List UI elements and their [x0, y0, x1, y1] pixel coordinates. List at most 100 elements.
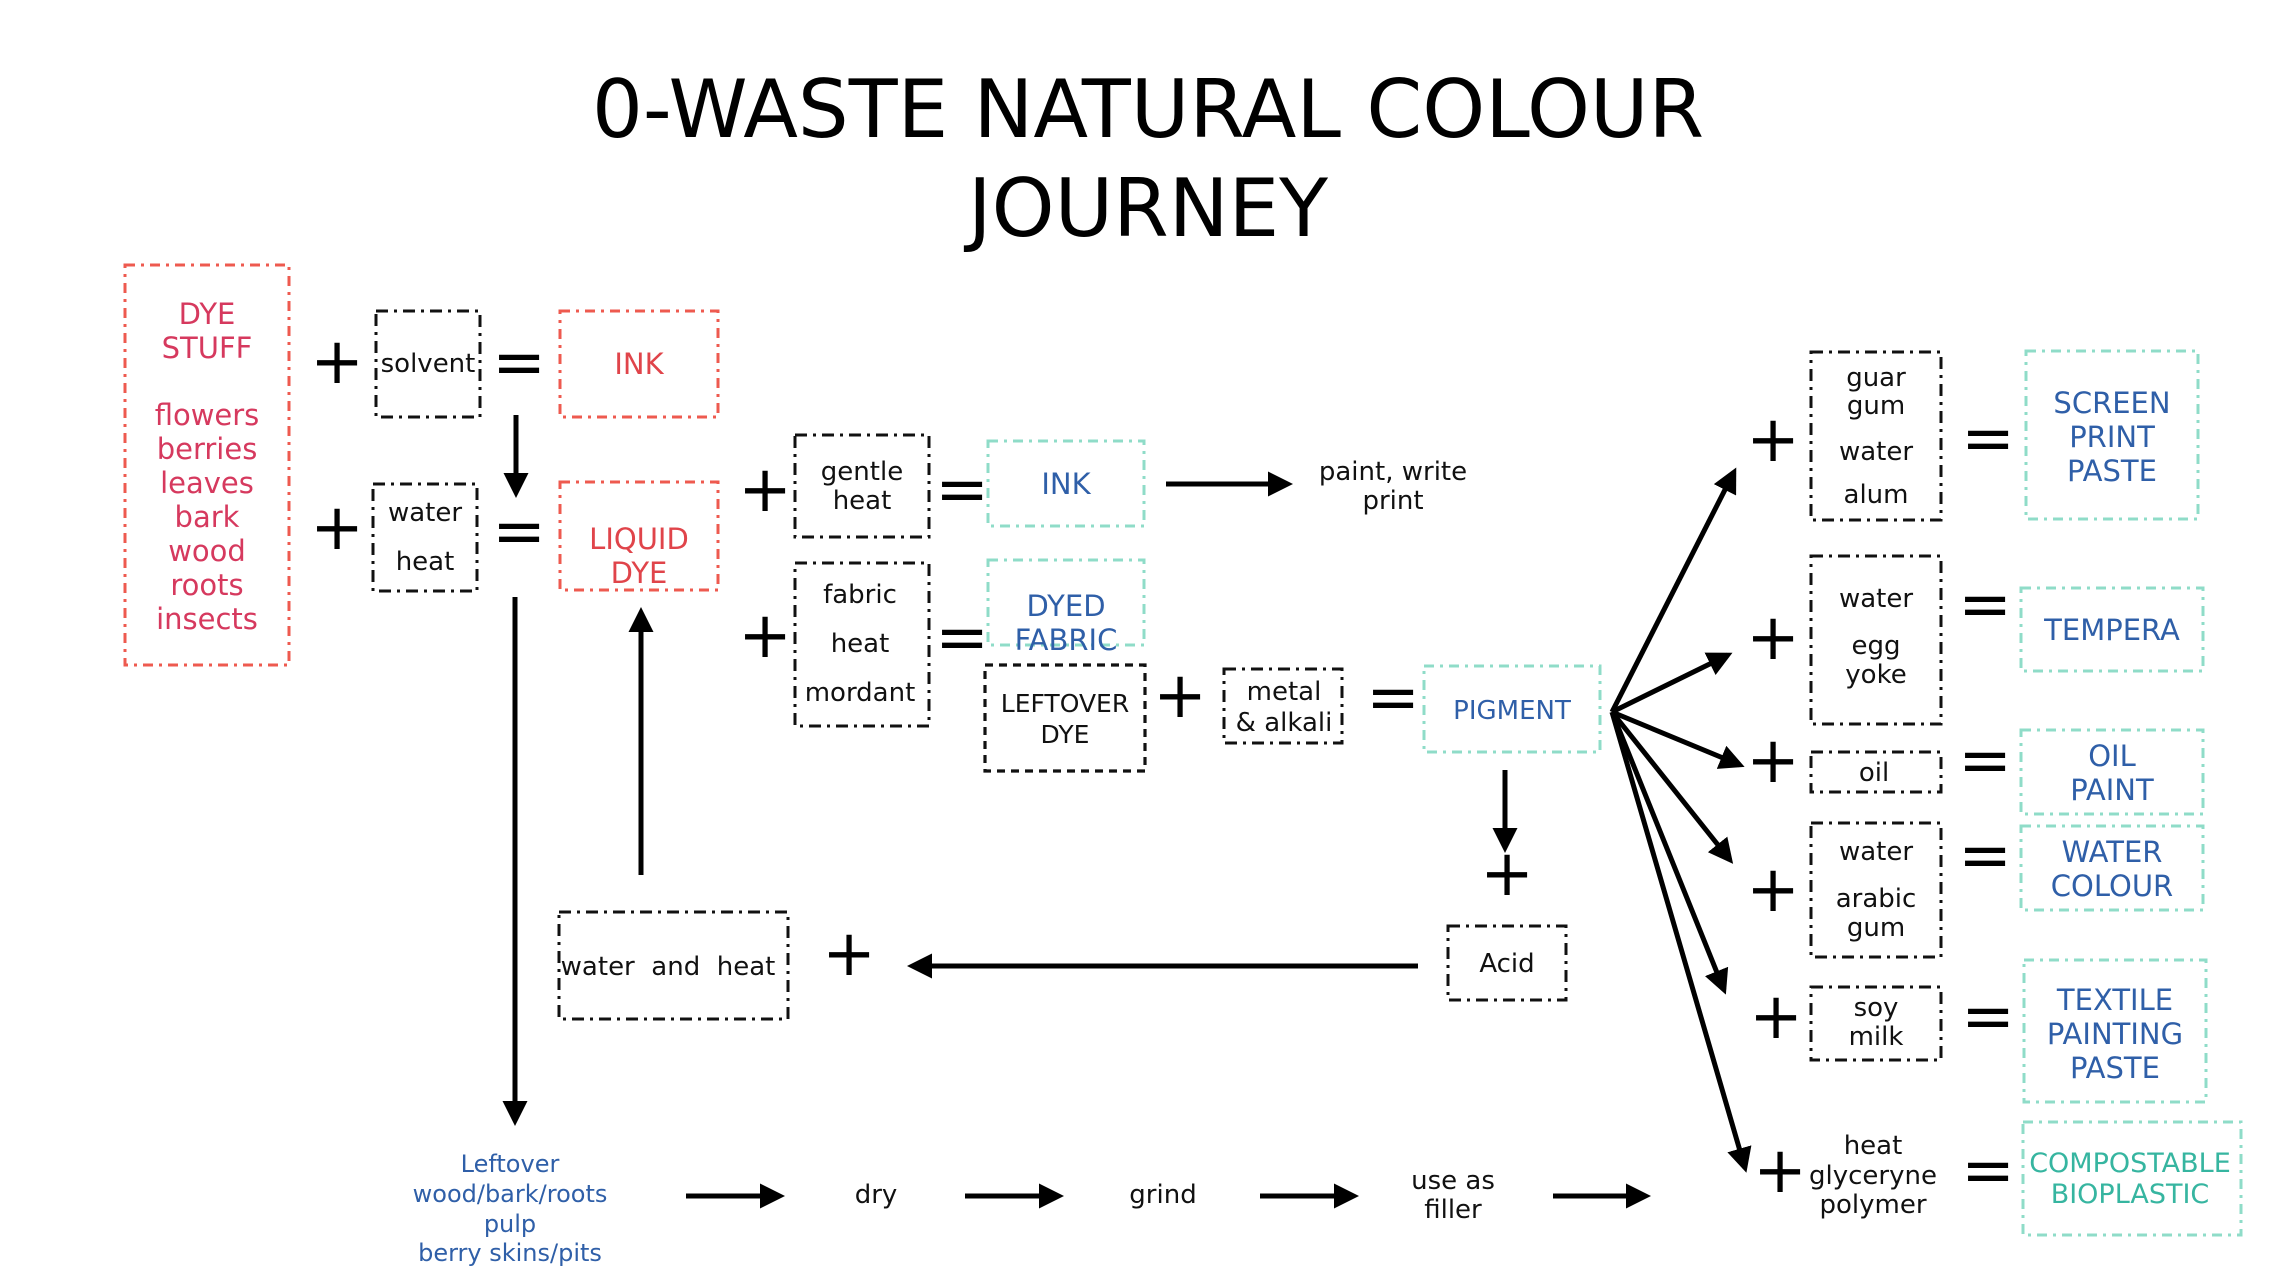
dyed-fabric-box	[986, 558, 1146, 647]
grind-label: grind	[1129, 1180, 1196, 1210]
oil-paint-line-1: OIL	[2088, 739, 2136, 773]
tempera-ingredients-box	[1809, 554, 1943, 726]
screen-ingredient-line-1: guar	[1846, 363, 1906, 393]
plus-operator: +	[310, 325, 364, 399]
plus-operator: +	[1746, 601, 1800, 675]
oil-paint-line-2: PAINT	[2070, 773, 2154, 807]
ink-red-label: INK	[614, 347, 664, 381]
equals-operator: =	[1958, 819, 2012, 893]
tempera-ingredient-line-2: egg	[1851, 631, 1900, 661]
plus-operator: +	[822, 917, 876, 991]
water-colour-ingredient-line-2: arabic	[1836, 884, 1917, 914]
equals-operator: =	[492, 495, 546, 569]
plus-operator: +	[1480, 837, 1534, 911]
textile-ingredient-line-1: soy	[1854, 993, 1899, 1023]
screen-print-line-1: SCREEN	[2053, 386, 2170, 420]
metal-alkali-box	[1222, 667, 1344, 745]
plus-operator: +	[310, 491, 364, 565]
arrow-to-bioplastic	[1609, 711, 1752, 1173]
equals-operator: =	[1366, 661, 1420, 735]
water-colour-line-1: WATER	[2062, 835, 2163, 869]
plus-operator: +	[1749, 980, 1803, 1054]
gentle-heat-line-1: gentle	[821, 457, 903, 487]
paint-write-line-2: print	[1362, 486, 1423, 516]
textile-paste-line-1: TEXTILE	[2056, 983, 2173, 1017]
screen-ingredients-box	[1809, 350, 1943, 522]
water-colour-ingredient-line-3: gum	[1847, 913, 1905, 943]
equals-operator: =	[1958, 568, 2012, 642]
gentle-heat-line-2: heat	[833, 486, 892, 516]
water-colour-line-2: COLOUR	[2051, 869, 2173, 903]
equals-operator: =	[492, 326, 546, 400]
textile-paste-line-3: PASTE	[2070, 1051, 2160, 1085]
solvent-box	[374, 309, 482, 419]
plus-operator: +	[738, 599, 792, 673]
tempera-ingredient-line-1: water	[1839, 584, 1913, 614]
leftover-wood-line-4: berry skins/pits	[418, 1239, 602, 1267]
dye-stuff-item: bark	[175, 500, 240, 534]
equals-operator: =	[1961, 1134, 2015, 1208]
equals-operator: =	[1961, 402, 2015, 476]
arrow-to-tempera	[1610, 652, 1733, 715]
equals-operator: =	[935, 601, 989, 675]
dye-stuff-item: berries	[157, 432, 258, 466]
oil-ingredient-label: oil	[1859, 758, 1889, 788]
bioplastic-box	[2021, 1120, 2243, 1237]
leftover-dye-line-2: DYE	[1041, 720, 1090, 749]
screen-print-line-3: PASTE	[2067, 454, 2157, 488]
textile-ingredient-line-2: milk	[1849, 1022, 1904, 1052]
screen-ingredient-line-4: alum	[1844, 480, 1909, 510]
arrow-to-textile-paste	[1609, 711, 1729, 995]
leftover-dye-line-1: LEFTOVER	[1001, 689, 1129, 718]
ink-blue-label: INK	[1041, 467, 1091, 501]
screen-print-box	[2024, 349, 2200, 521]
solvent-label: solvent	[381, 349, 476, 379]
dye-stuff-item: leaves	[160, 466, 254, 500]
filler-line-1: use as	[1411, 1166, 1495, 1196]
bioplastic-line-1: COMPOSTABLE	[2029, 1148, 2231, 1179]
screen-print-line-2: PRINT	[2069, 420, 2155, 454]
liquid-dye-line-2: DYE	[611, 556, 668, 590]
dye-stuff-item: insects	[156, 602, 258, 636]
water-heat-line-2: heat	[396, 547, 455, 577]
equals-operator: =	[1961, 980, 2015, 1054]
water-and-heat-box	[557, 910, 790, 1021]
arrow-to-oil-paint	[1611, 709, 1745, 769]
tempera-label: TEMPERA	[2043, 613, 2180, 647]
leftover-dye-box	[983, 663, 1147, 773]
bioplastic-ingredient-line-1: heat	[1844, 1131, 1903, 1161]
diagram-title-line-1: 0-WASTE NATURAL COLOUR	[592, 63, 1704, 156]
dye-stuff-item: roots	[170, 568, 243, 602]
plus-operator: +	[1753, 1134, 1807, 1208]
arrow-to-screen-print	[1609, 467, 1737, 714]
leftover-wood-line-1: Leftover	[461, 1150, 560, 1178]
oil-paint-box	[2019, 728, 2205, 816]
water-heat-line-1: water	[388, 498, 462, 528]
liquid-dye-line-1: LIQUID	[589, 522, 689, 556]
dye-stuff-box	[123, 263, 291, 667]
ink-blue-box	[986, 439, 1146, 528]
bioplastic-ingredient-line-3: polymer	[1819, 1190, 1926, 1220]
water-and-heat-label: water and heat	[561, 952, 776, 982]
dyed-fabric-line-1: DYED	[1026, 589, 1105, 623]
plus-operator: +	[1153, 659, 1207, 733]
bioplastic-ingredient-line-2: glyceryne	[1809, 1161, 1937, 1191]
leftover-wood-line-2: wood/bark/roots	[413, 1180, 608, 1208]
textile-ingredients-box	[1809, 985, 1943, 1062]
liquid-dye-box	[558, 480, 720, 592]
dye-stuff-item: wood	[168, 534, 246, 568]
textile-paste-box	[2022, 958, 2208, 1104]
water-colour-ingredients-box	[1809, 821, 1943, 959]
metal-alkali-line-2: & alkali	[1236, 708, 1333, 738]
screen-ingredient-line-2: gum	[1847, 391, 1905, 421]
equals-operator: =	[1958, 724, 2012, 798]
filler-line-2: filler	[1424, 1195, 1482, 1225]
water-heat-box	[371, 482, 479, 593]
leftover-wood-line-3: pulp	[484, 1210, 536, 1238]
paint-write-line-1: paint, write	[1319, 457, 1467, 487]
water-colour-ingredient-line-1: water	[1839, 837, 1913, 867]
dry-label: dry	[855, 1180, 898, 1210]
plus-operator: +	[1746, 724, 1800, 798]
plus-operator: +	[1746, 403, 1800, 477]
